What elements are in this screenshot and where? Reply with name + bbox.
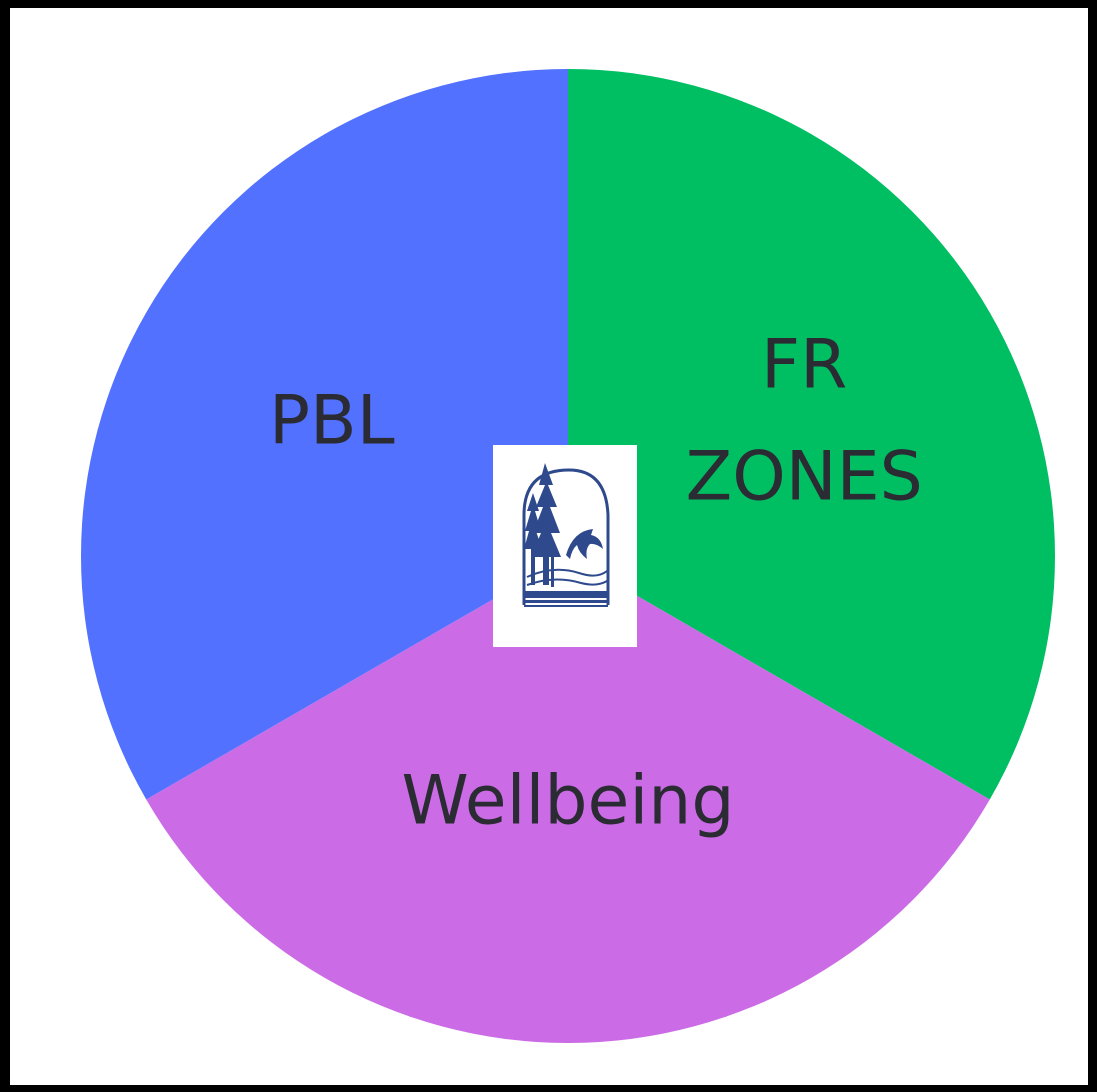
slice-label-pbl: PBL	[269, 382, 395, 461]
slice-label-wellbeing: Wellbeing	[401, 762, 734, 841]
pie-slice-fr-zones	[568, 69, 1056, 800]
pie-slice-wellbeing	[146, 556, 990, 1043]
pie-slice-pbl	[80, 69, 568, 800]
logo-badge	[493, 445, 637, 647]
school-logo-icon	[522, 463, 610, 607]
